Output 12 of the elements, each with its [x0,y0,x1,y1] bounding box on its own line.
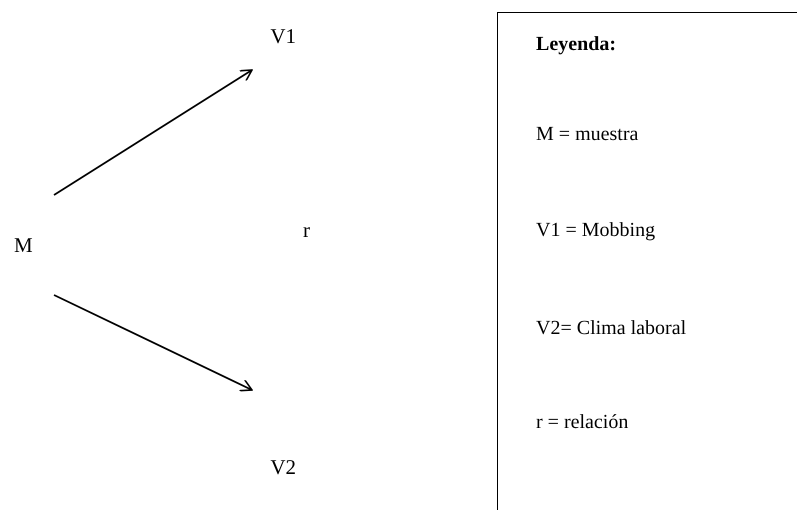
relation-label: r [303,218,310,243]
legend-title: Leyenda: [536,33,616,56]
arrow [54,69,253,196]
legend-entry: r = relación [536,411,628,434]
variable-label: V2 [270,457,296,478]
variable-label: V1 [270,26,296,47]
legend-box [497,12,797,510]
legend-entry: V1 = Mobbing [536,219,656,242]
legend-entry: M = muestra [536,123,638,146]
variable-label: M [14,234,33,256]
arrow [54,294,253,392]
legend-entry: V2= Clima laboral [536,317,686,340]
